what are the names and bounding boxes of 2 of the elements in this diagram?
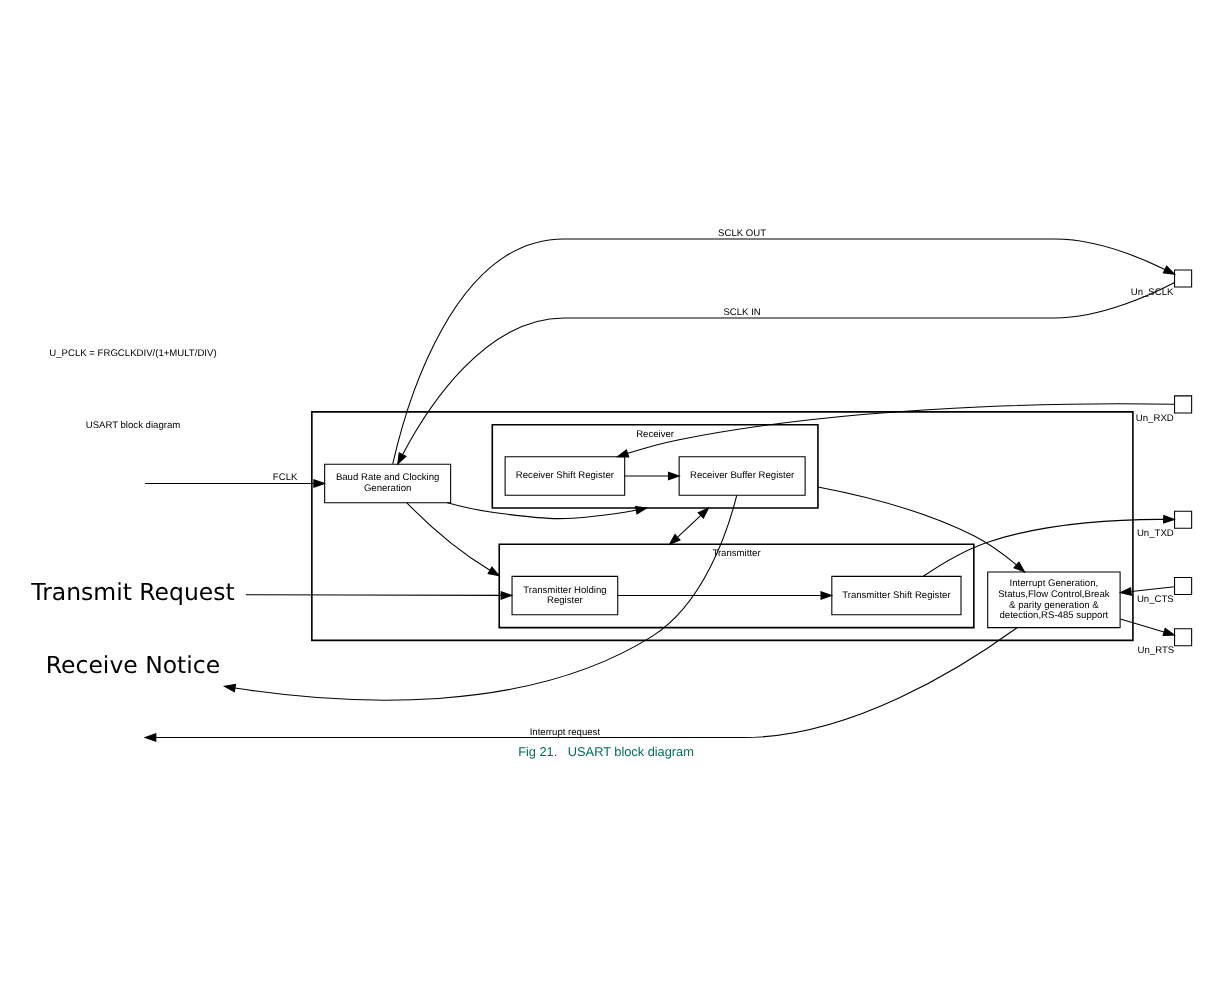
node-text: Transmit Request (31, 577, 235, 606)
node-text: Receive Notice (45, 650, 221, 679)
